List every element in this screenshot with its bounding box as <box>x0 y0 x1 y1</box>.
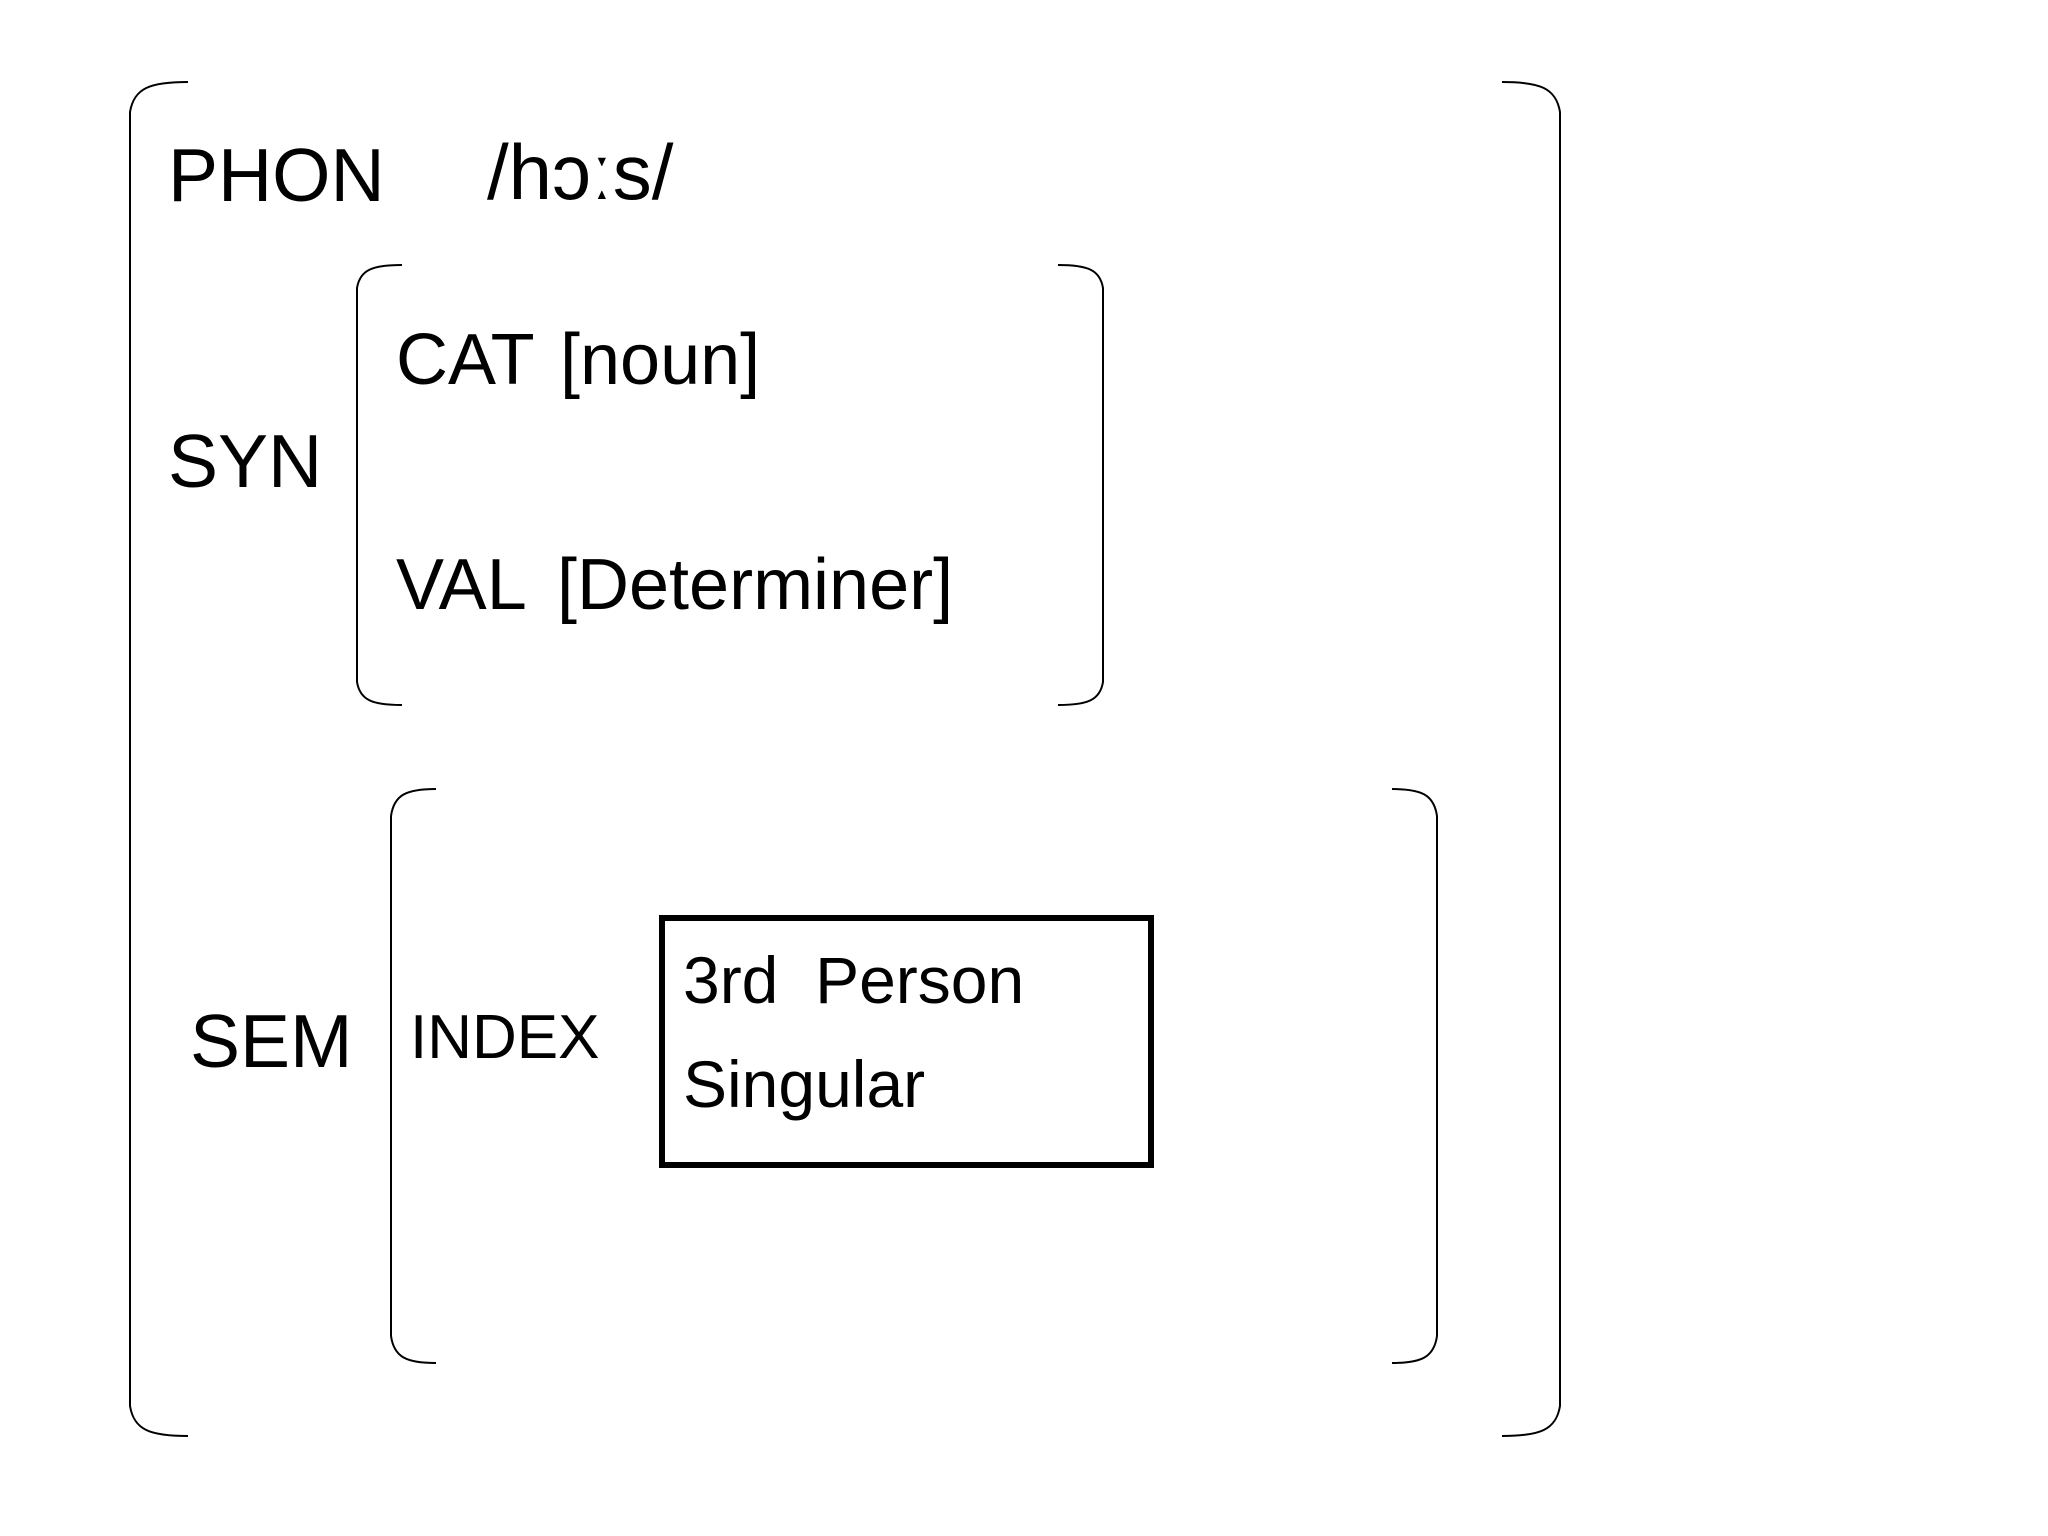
index-value-line-1: 3rd Person <box>683 943 1025 1017</box>
sem-attribute-label: SEM <box>190 999 353 1083</box>
sem-matrix-right-bracket <box>1390 786 1446 1366</box>
cat-value: [noun] <box>560 320 761 400</box>
phon-attribute-label: PHON <box>168 133 385 217</box>
syn-matrix-right-bracket <box>1056 262 1112 708</box>
val-attribute-row: VAL <box>396 545 527 625</box>
index-value-line-2: Singular <box>683 1047 926 1121</box>
index-value-box: 3rd Person Singular <box>659 915 1154 1168</box>
syn-attribute-label: SYN <box>168 419 323 503</box>
phon-value: /hɔːs/ <box>487 128 674 216</box>
cat-attribute-row: CAT <box>396 320 535 400</box>
outer-matrix-right-bracket <box>1500 78 1570 1440</box>
outer-matrix-left-bracket <box>120 78 190 1440</box>
val-value: [Determiner] <box>557 545 954 625</box>
sem-matrix-left-bracket <box>382 786 438 1366</box>
index-attribute-label: INDEX <box>410 1003 600 1072</box>
